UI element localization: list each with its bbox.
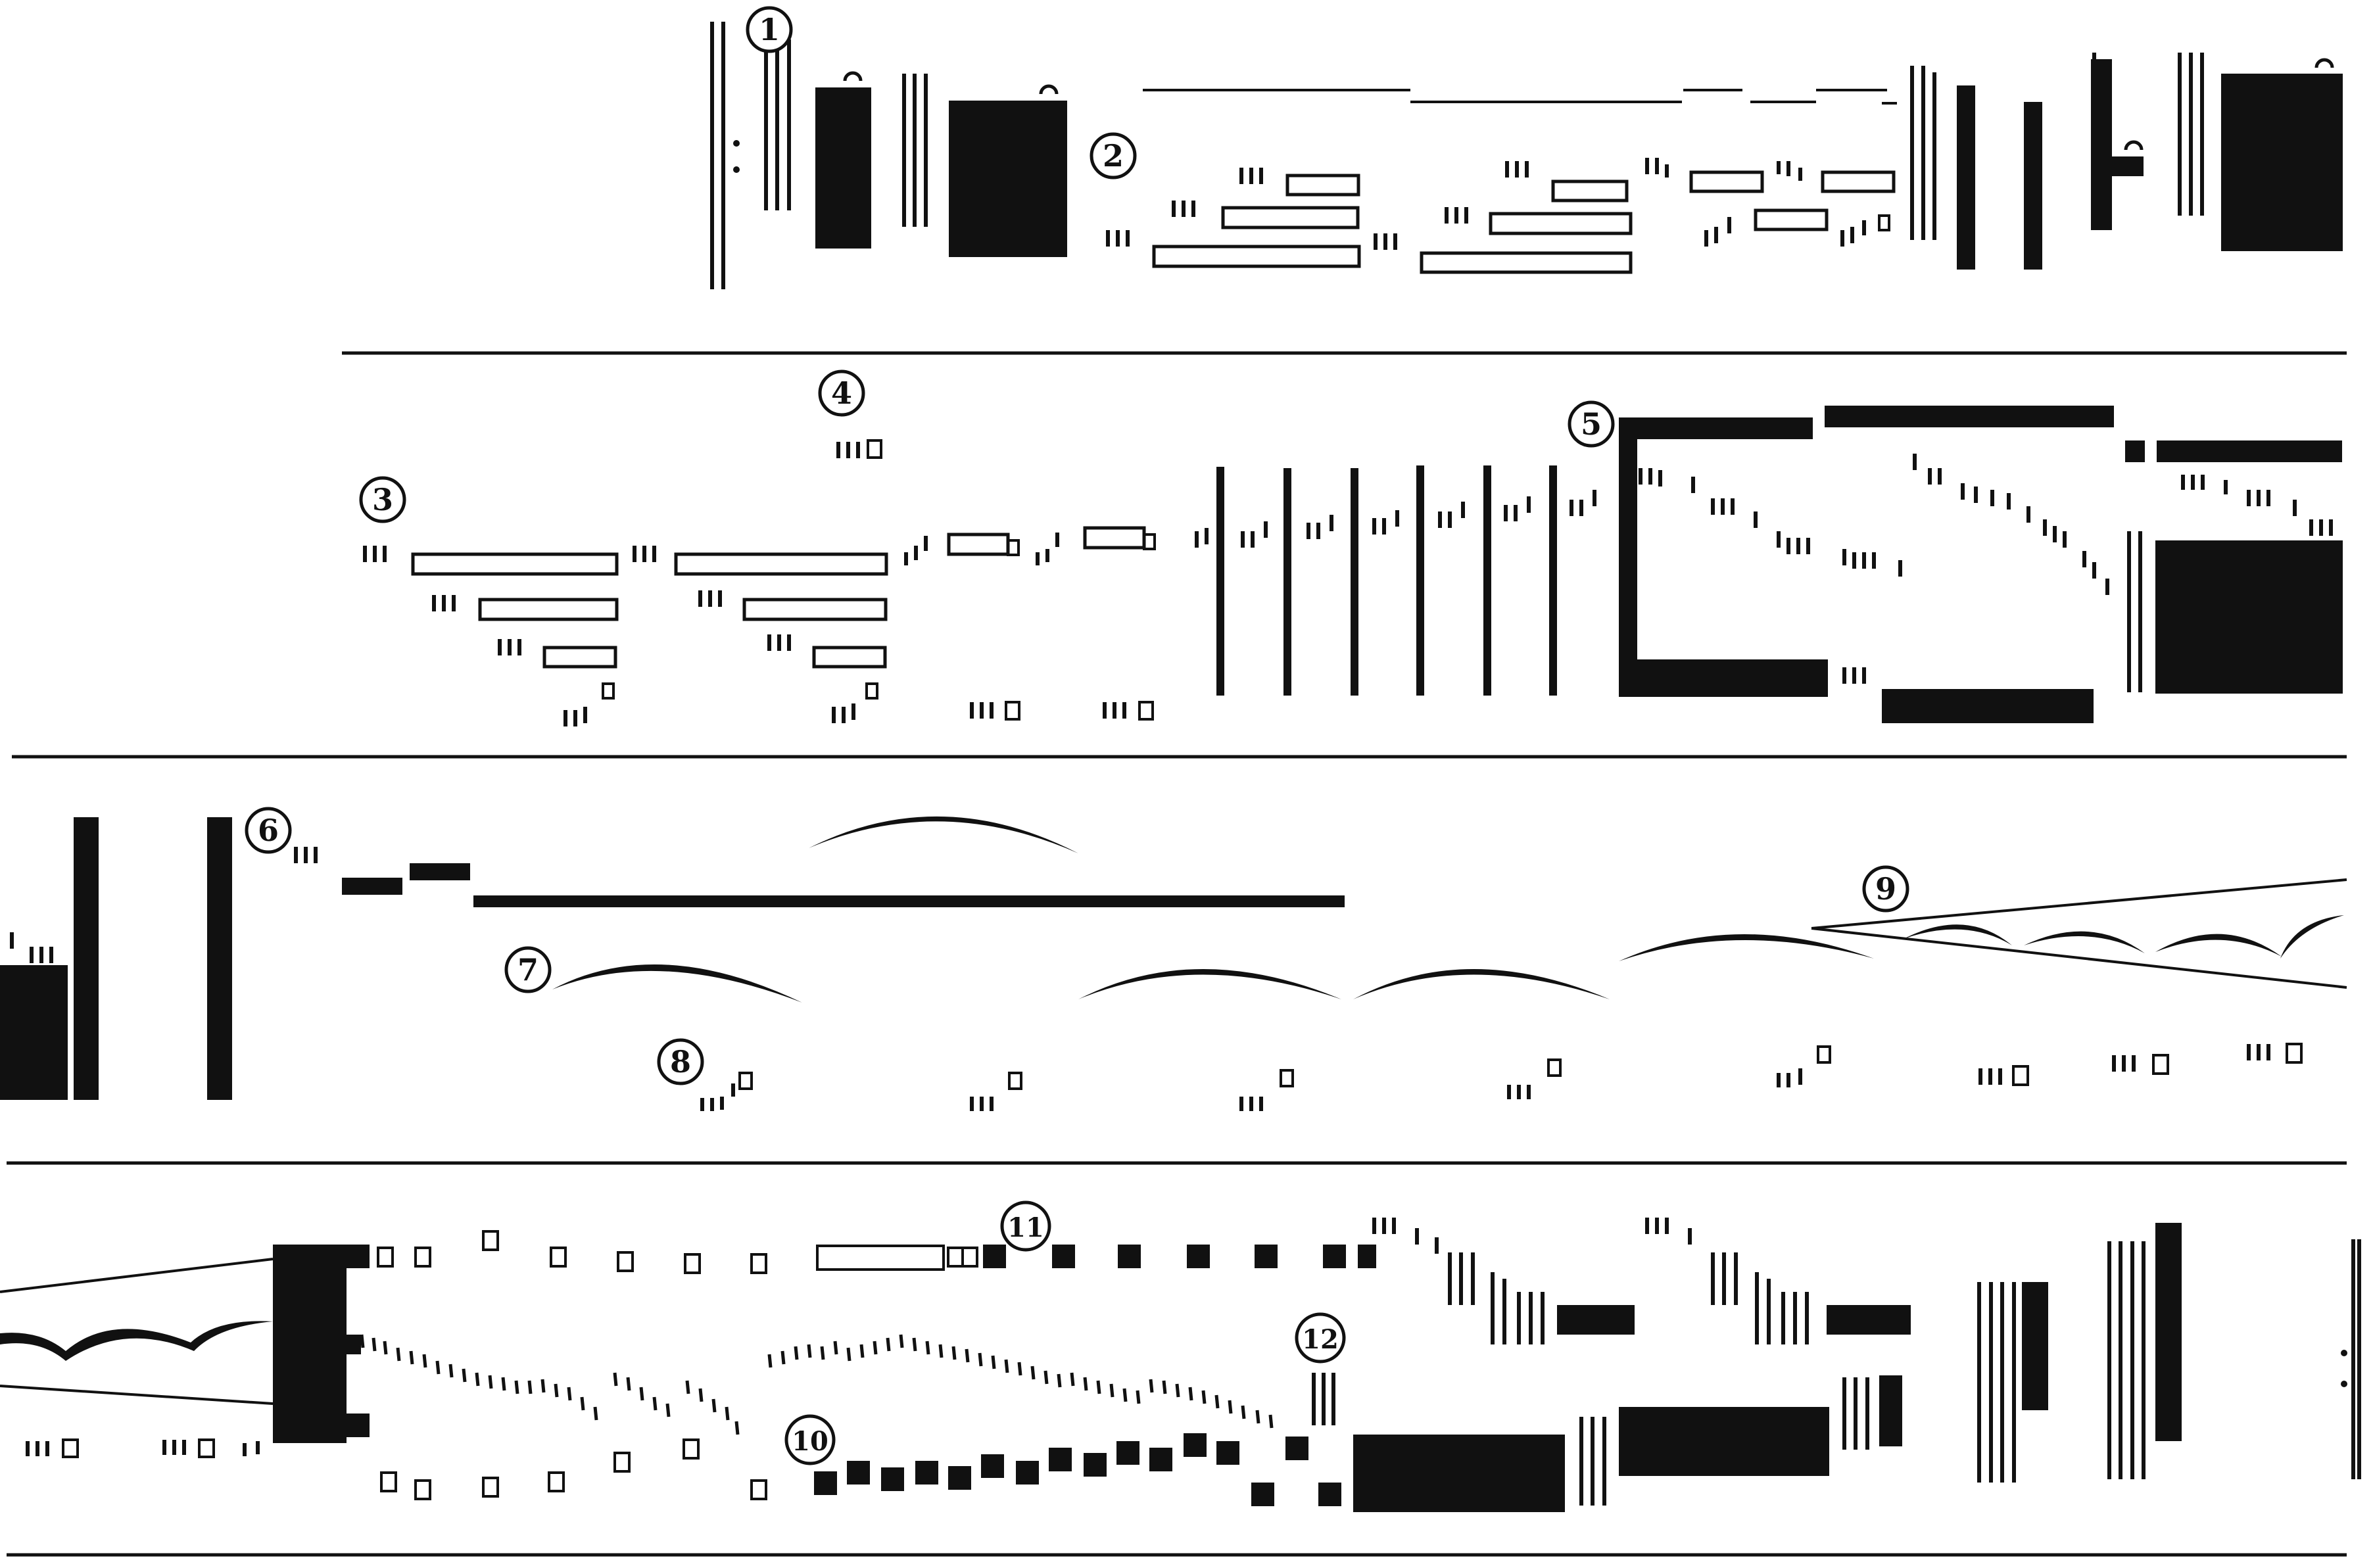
marker-3: 3 [359,476,406,523]
tone-cluster-block [273,1245,347,1443]
svg-text:1: 1 [759,12,780,47]
system-4 [0,1218,2361,1512]
descending-sustain-bars [411,526,1146,669]
marker-8: 8 [657,1038,704,1085]
crescendo-wedge [1811,878,2347,989]
svg-text:2: 2 [1103,138,1124,174]
section-markers: 1 2 3 4 5 6 7 8 9 10 11 12 [245,6,1909,1465]
fermata-mark [2314,58,2334,68]
fermata-mark [843,71,863,82]
marker-2: 2 [1090,132,1137,179]
tone-cluster-block [1353,1435,1565,1512]
system-dividers [7,351,2347,1557]
chord-cluster [1312,1373,1335,1425]
open-note-boxes [377,1230,978,1500]
upper-staff-lines [1143,89,1897,105]
system-3 [0,816,2347,1111]
marker-12: 12 [1295,1312,1346,1364]
fermata-mark [2124,140,2144,151]
svg-text:11: 11 [1007,1212,1044,1243]
svg-text:8: 8 [670,1044,691,1080]
svg-text:6: 6 [258,813,279,848]
fermata-mark [1039,84,1059,95]
tone-cluster-block [1619,1407,1829,1476]
svg-text:4: 4 [831,375,852,411]
grace-note-groups [700,1044,2270,1111]
stacked-chords [1448,1252,1809,1344]
marker-6: 6 [245,807,292,854]
pulse-bars [1216,465,1557,696]
filled-note-blocks [814,1245,1376,1506]
small-note-boxes [602,439,1156,721]
pulse-grace-groups [1195,490,1596,548]
repeat-dot [2341,1381,2347,1387]
tone-cluster-block [0,965,68,1100]
marker-9: 9 [1862,865,1909,913]
marker-1: 1 [746,6,793,53]
marker-4: 4 [818,369,865,417]
marker-7: 7 [504,946,552,993]
system-2 [363,406,2343,726]
svg-text:5: 5 [1581,406,1602,442]
tone-cluster-block [949,101,1067,257]
wedge-lines [0,1258,274,1405]
svg-text:7: 7 [517,952,539,987]
tone-cluster-block [2221,74,2343,251]
small-note-boxes [738,1043,2303,1090]
svg-text:3: 3 [372,482,393,517]
tone-cluster-block [2155,540,2343,694]
grace-note-groups [1106,158,1866,250]
repeat-dot [733,140,740,147]
grace-note-groups [363,442,1126,726]
sustain-bars [1152,170,1896,274]
descending-dash-run [360,1334,1274,1435]
svg-text:10: 10 [792,1426,828,1457]
marker-11: 11 [1000,1200,1051,1252]
bar-lines-left [710,22,928,289]
repeat-dot [2341,1350,2347,1356]
bar-lines-right [1910,53,2204,240]
marker-5: 5 [1568,400,1615,448]
tone-cluster-block [815,87,871,249]
svg-text:9: 9 [1875,871,1896,907]
grace-note-groups [1372,1218,1692,1254]
marker-10: 10 [784,1414,836,1465]
repeat-dot [733,166,740,173]
descending-grace-run [1639,454,2109,684]
slur-arcs [552,816,2344,1003]
svg-text:12: 12 [1302,1324,1339,1355]
system-1 [710,22,2343,289]
bar-lines-right [1977,1239,2361,1483]
